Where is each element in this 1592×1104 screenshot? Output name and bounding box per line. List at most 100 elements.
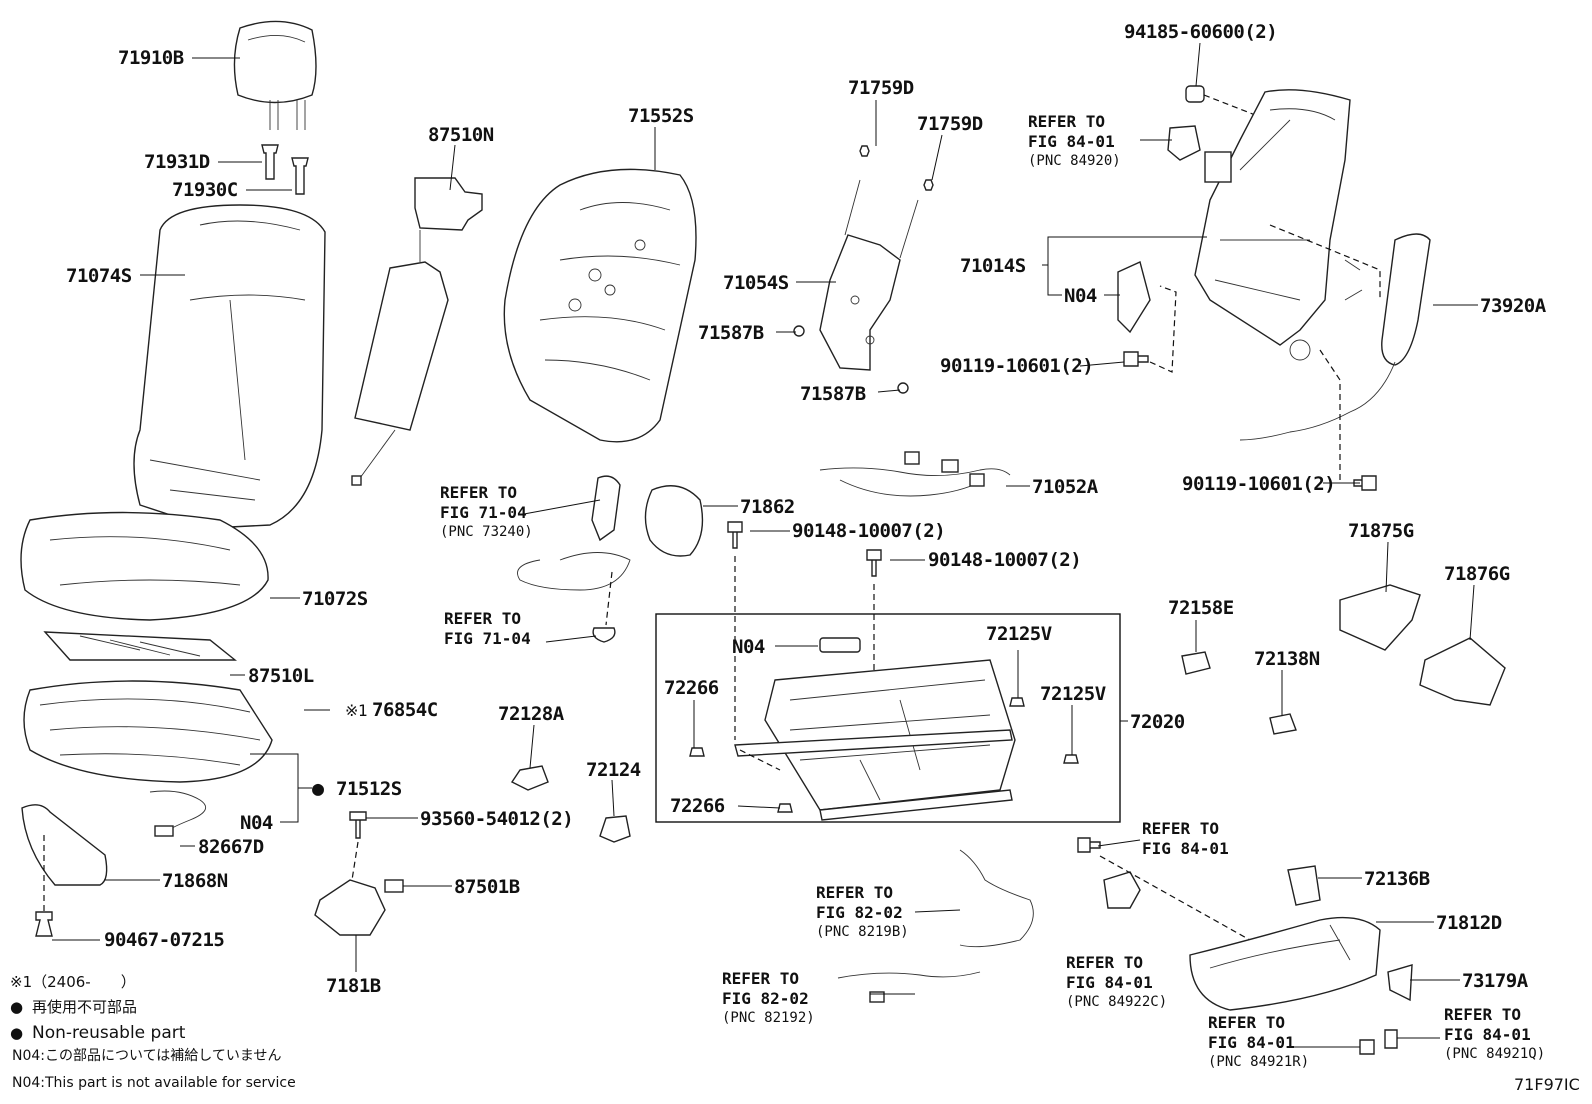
seatback-pad-illustration	[503, 168, 697, 443]
guide-line	[739, 749, 781, 771]
cross-references: REFER TO FIG 84-01 (PNC 84920) REFER TO …	[440, 112, 1545, 1070]
part-label: 87501B	[454, 876, 520, 898]
seat-wire-harness-illustration	[819, 451, 1011, 497]
cap-illustration	[1009, 697, 1025, 707]
part-label: 71587B	[800, 383, 866, 405]
refer-pnc: (PNC 73240)	[440, 524, 533, 540]
cover-illustration	[599, 815, 631, 843]
bolt-illustration	[1123, 351, 1149, 367]
connector-illustration	[384, 879, 404, 893]
seat-belt-buckle-illustration	[517, 475, 631, 591]
guide-line	[1099, 855, 1251, 941]
seatback-heater-mat-illustration	[351, 177, 483, 486]
part-label: 71054S	[723, 272, 789, 294]
legend-notes: ※1（2406- ） ● 再使用不可部品 ● Non-reusable part…	[10, 973, 296, 1091]
seatback-cover-illustration	[133, 204, 326, 529]
part-label: 90119-10601(2)	[1182, 473, 1335, 495]
refer-figure: FIG 82-02	[816, 903, 903, 922]
grommet-illustration	[592, 627, 616, 643]
refer-to-label: REFER TO	[1208, 1013, 1285, 1032]
guide-line	[1319, 349, 1341, 480]
refer-pnc: (PNC 82192)	[722, 1010, 815, 1026]
part-label: 72158E	[1168, 597, 1234, 619]
note-marker: ※1	[345, 701, 367, 720]
side-shield-illustration	[644, 485, 704, 557]
part-label: 90148-10007(2)	[792, 520, 945, 542]
wire-illustration	[837, 971, 981, 979]
n04-note-en: N04:This part is not available for servi…	[12, 1075, 296, 1091]
seat-cushion-pad-illustration	[23, 680, 273, 783]
part-label: 73920A	[1480, 295, 1547, 317]
seat-side-cover-illustration	[1189, 916, 1381, 1011]
part-label: 71868N	[162, 870, 228, 892]
part-label: 71512S	[336, 778, 402, 800]
refer-figure: FIG 84-01	[1208, 1033, 1295, 1052]
non-reusable-jp: 再使用不可部品	[32, 998, 137, 1016]
refer-pnc: (PNC 84922C)	[1066, 994, 1167, 1010]
clip-illustration	[897, 382, 909, 394]
non-reusable-bullet: ●	[312, 776, 324, 800]
part-label: 87510N	[428, 124, 494, 146]
nut-illustration	[923, 179, 934, 191]
connector-illustration	[869, 991, 885, 1003]
part-label: 71587B	[698, 322, 764, 344]
part-label: 82667D	[198, 836, 264, 858]
nut-illustration	[859, 145, 870, 157]
part-label: 71014S	[960, 255, 1026, 277]
part-label: 72266	[670, 795, 725, 817]
part-label: N04	[732, 636, 765, 658]
part-label: 72124	[586, 759, 641, 781]
knob-illustration	[1384, 1029, 1398, 1049]
figure-code: 71F97IC	[1514, 1075, 1580, 1094]
refer-to-label: REFER TO	[1066, 953, 1143, 972]
cover-illustration	[1181, 651, 1211, 675]
refer-figure: FIG 84-01	[1028, 132, 1115, 151]
side-cover-illustration	[21, 804, 108, 886]
part-label: 72266	[664, 677, 719, 699]
bracket-illustration	[1103, 871, 1141, 909]
part-label: 72020	[1130, 711, 1185, 733]
refer-figure: FIG 71-04	[444, 629, 531, 648]
refer-to-label: REFER TO	[722, 969, 799, 988]
side-shield-illustration	[1419, 637, 1506, 706]
part-label: 71052A	[1032, 476, 1099, 498]
refer-pnc: (PNC 84920)	[1028, 153, 1121, 169]
part-label: 73179A	[1462, 970, 1529, 992]
bolt-illustration	[1353, 475, 1377, 491]
part-label: 72128A	[498, 703, 565, 725]
non-reusable-en: Non-reusable part	[32, 1023, 186, 1043]
seatback-bracket-illustration	[819, 179, 919, 371]
part-label: 72138N	[1254, 648, 1320, 670]
bracket-illustration	[1167, 125, 1201, 161]
headrest-guide-illustration	[261, 144, 309, 195]
leader-lines	[52, 42, 1478, 1048]
part-label: 94185-60600(2)	[1124, 21, 1277, 43]
side-airbag-illustration	[1239, 233, 1431, 441]
clip-illustration	[35, 911, 53, 937]
part-label: N04	[240, 812, 273, 834]
part-number-labels: 71910B 71931D 71930C 71074S 87510N 71552…	[66, 21, 1547, 997]
part-label: 71072S	[302, 588, 368, 610]
refer-figure: FIG 84-01	[1444, 1025, 1531, 1044]
part-label: 7181B	[326, 975, 381, 997]
refer-figure: FIG 84-01	[1066, 973, 1153, 992]
refer-to-label: REFER TO	[816, 883, 893, 902]
bolt-illustration	[866, 549, 882, 577]
part-label: 71930C	[172, 179, 238, 201]
refer-pnc: (PNC 8219B)	[816, 924, 909, 940]
side-shield-illustration	[1339, 584, 1421, 651]
guide-line	[605, 571, 613, 626]
part-label: N04	[1064, 285, 1097, 307]
refer-to-label: REFER TO	[440, 483, 517, 502]
cap-illustration	[1063, 754, 1079, 764]
part-label: 71759D	[848, 77, 914, 99]
part-label: 71812D	[1436, 912, 1502, 934]
part-label: 71875G	[1348, 520, 1414, 542]
cover-illustration	[1387, 964, 1413, 1002]
part-label: 87510L	[248, 665, 314, 687]
part-label: 72125V	[986, 623, 1052, 645]
guide-line	[1203, 94, 1269, 121]
part-label: 90467-07215	[104, 929, 224, 951]
cap-illustration	[777, 803, 793, 813]
refer-to-label: REFER TO	[1142, 819, 1219, 838]
